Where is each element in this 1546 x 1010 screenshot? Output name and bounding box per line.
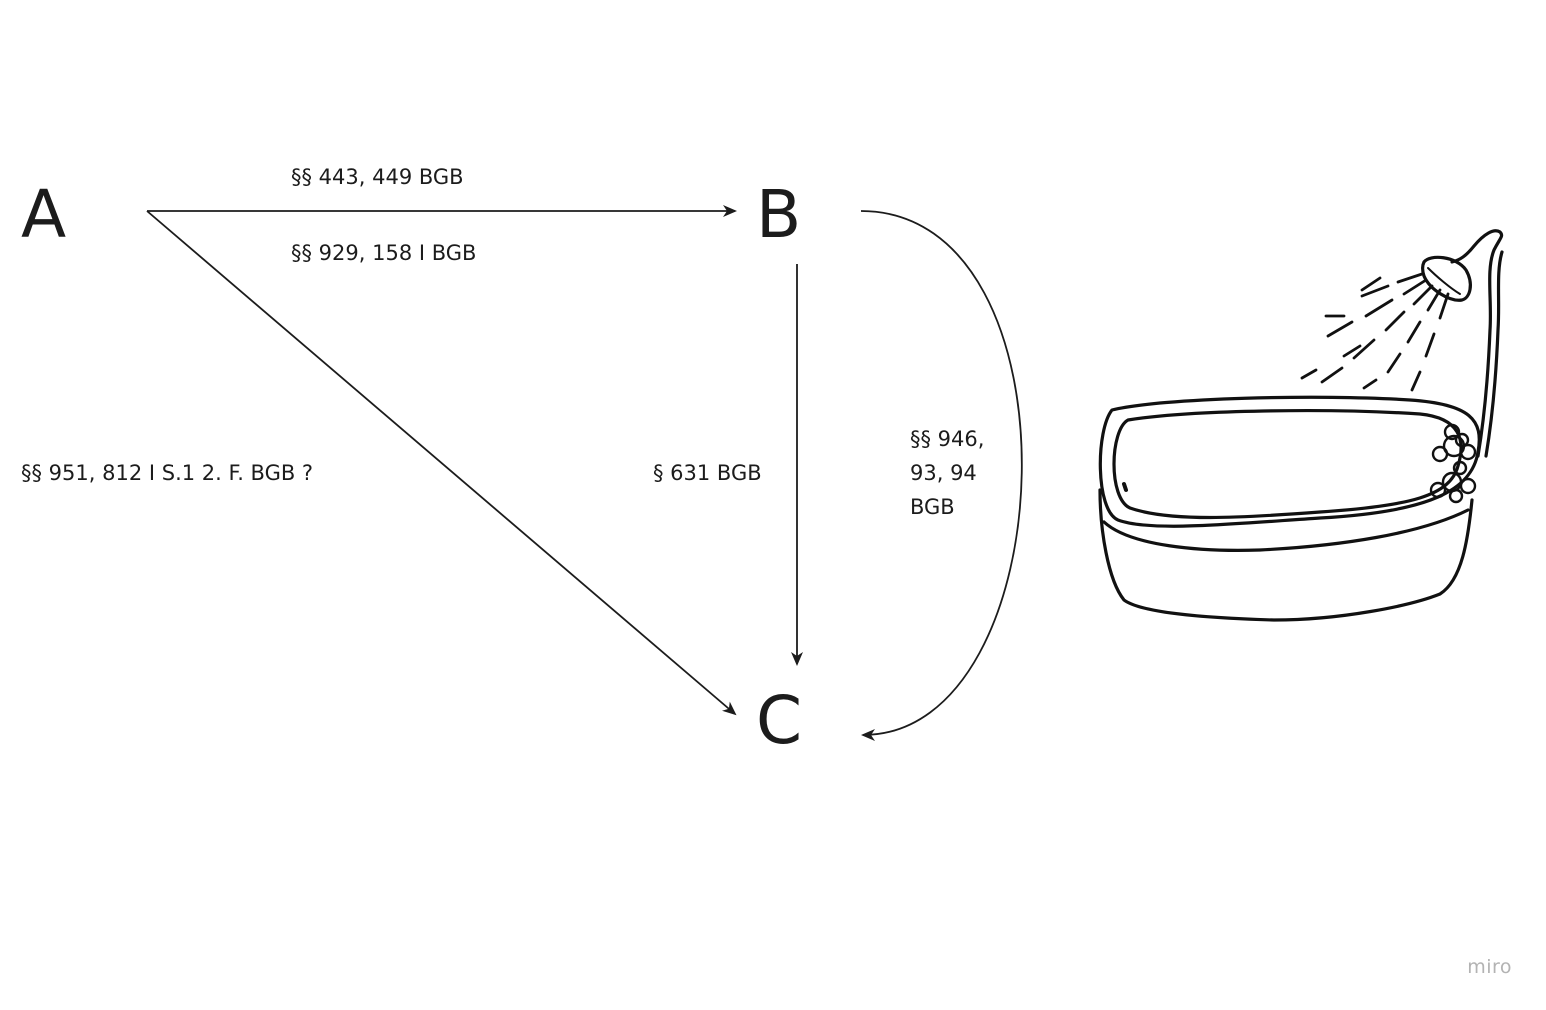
edge-label-a-to-b-upper: §§ 443, 449 BGB [291, 165, 464, 189]
node-c: C [756, 682, 803, 759]
edge-label-a-to-b-lower: §§ 929, 158 I BGB [291, 241, 477, 265]
edge-b-to-c-curved [860, 210, 1023, 741]
edge-label-b-to-c: § 631 BGB [653, 461, 762, 485]
miro-watermark: miro [1467, 956, 1512, 978]
node-b: B [756, 176, 802, 253]
edge-label-b-to-c-curved: §§ 946, 93, 94 BGB [910, 427, 985, 519]
node-a: A [21, 176, 67, 253]
edge-label-a-to-c: §§ 951, 812 I S.1 2. F. BGB ? [21, 461, 314, 485]
bathtub-with-shower-icon [1098, 229, 1504, 622]
edge-a-to-c [146, 210, 737, 716]
